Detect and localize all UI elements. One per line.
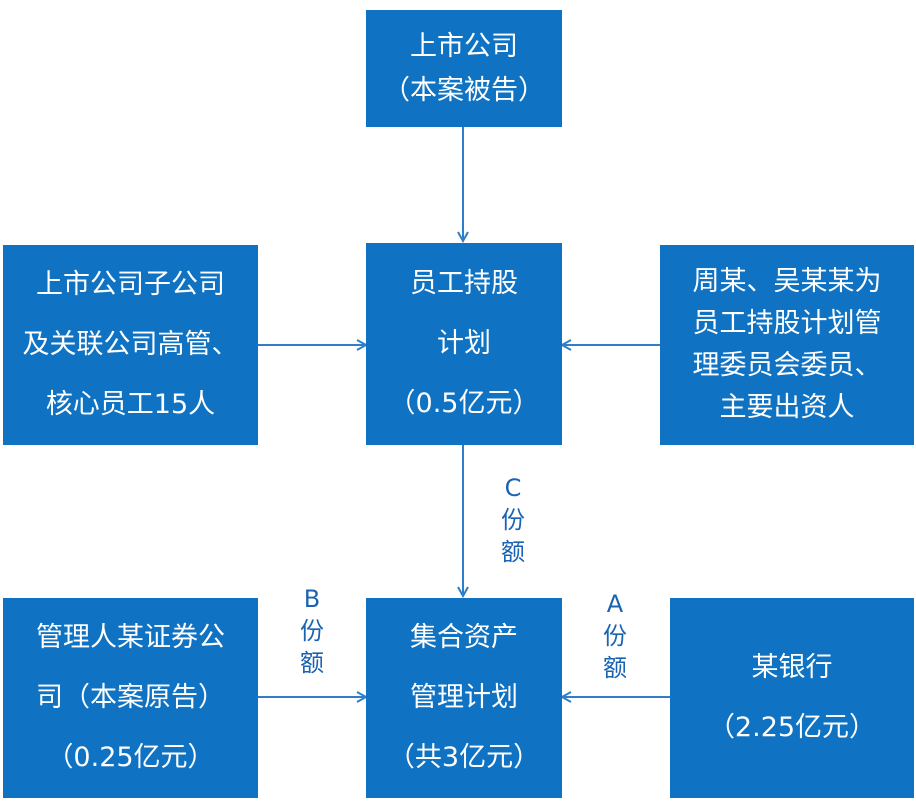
- edge-label-a-char-1: A: [606, 590, 624, 618]
- node-esop-line-1: 员工持股: [410, 268, 518, 299]
- node-subsidiary-staff: 上市公司子公司 及关联公司高管、 核心员工15人: [3, 245, 258, 445]
- edge-label-a-char-2: 份: [603, 622, 627, 650]
- node-bank-line-2: （2.25亿元）: [707, 712, 877, 743]
- node-listed-company-line-2: （本案被告）: [383, 74, 545, 106]
- node-bank-line-1: 某银行: [751, 652, 833, 683]
- node-listed-company-line-1: 上市公司: [410, 30, 518, 62]
- node-committee: 周某、吴某某为 员工持股计划管 理委员会委员、 主要出资人: [660, 245, 914, 445]
- node-collective-plan-line-2: 管理计划: [410, 682, 518, 713]
- node-collective-plan-line-1: 集合资产: [410, 622, 518, 653]
- node-esop-line-2: 计划: [437, 328, 491, 359]
- node-committee-line-2: 员工持股计划管: [692, 308, 882, 339]
- edge-label-c-char-3: 额: [501, 538, 525, 566]
- edge-label-a-share: A 份 额: [597, 588, 633, 684]
- node-listed-company: 上市公司 （本案被告）: [366, 10, 562, 127]
- node-manager: 管理人某证券公 司（本案原告） （0.25亿元）: [3, 598, 258, 798]
- edge-label-c-share: C 份 额: [495, 472, 531, 568]
- edge-label-a-char-3: 额: [603, 654, 627, 682]
- node-manager-line-2: 司（本案原告）: [36, 682, 225, 713]
- edge-label-b-char-2: 份: [300, 617, 324, 645]
- node-esop: 员工持股 计划 （0.5亿元）: [366, 243, 562, 445]
- node-collective-plan: 集合资产 管理计划 （共3亿元）: [366, 598, 562, 798]
- edge-label-b-char-1: B: [303, 585, 321, 613]
- node-subsidiary-staff-line-3: 核心员工15人: [45, 389, 216, 420]
- node-committee-line-3: 理委员会委员、: [692, 350, 882, 381]
- node-bank: 某银行 （2.25亿元）: [670, 598, 914, 798]
- node-committee-line-1: 周某、吴某某为: [692, 266, 882, 297]
- node-esop-line-3: （0.5亿元）: [388, 388, 540, 419]
- node-committee-line-4: 主要出资人: [719, 392, 855, 423]
- edge-label-b-share: B 份 额: [294, 583, 330, 679]
- node-manager-line-3: （0.25亿元）: [46, 742, 215, 773]
- node-subsidiary-staff-line-2: 及关联公司高管、: [22, 329, 239, 360]
- edge-label-b-char-3: 额: [300, 649, 324, 677]
- edge-label-c-char-1: C: [504, 474, 522, 502]
- node-subsidiary-staff-line-1: 上市公司子公司: [36, 269, 225, 300]
- edge-label-c-char-2: 份: [501, 506, 525, 534]
- node-manager-line-1: 管理人某证券公: [36, 622, 225, 653]
- node-collective-plan-line-3: （共3亿元）: [387, 742, 541, 773]
